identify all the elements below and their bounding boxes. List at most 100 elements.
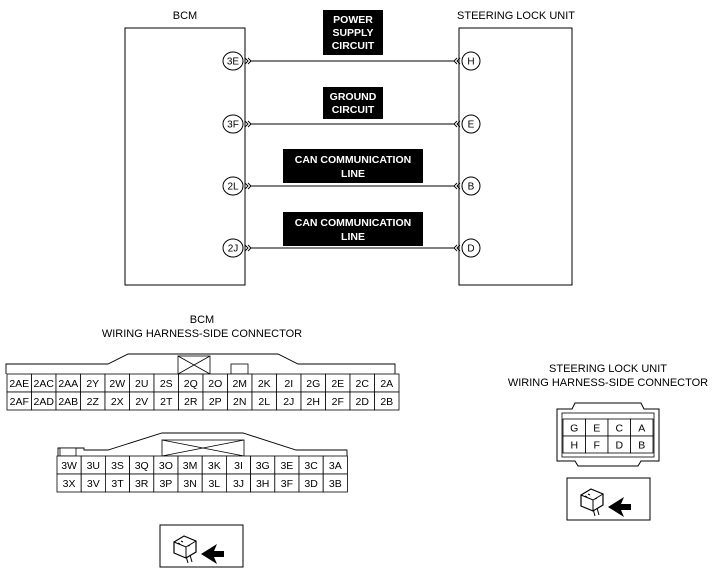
bcm-upper-cell-2K: 2K <box>251 373 277 393</box>
bcm-upper-cell-2Q: 2Q <box>178 373 204 393</box>
connector-pin-label: 2B <box>380 396 393 408</box>
slu-cell-D: D <box>607 435 631 454</box>
bcm-lower-cell-3A: 3A <box>322 455 348 475</box>
slu-cell-E: E <box>585 418 609 437</box>
connector-pin-label: 3V <box>87 478 100 490</box>
connector-pin-label: 2W <box>109 378 125 390</box>
wire-label-line: POWER <box>333 14 373 26</box>
bcm-upper-cell-2I: 2I <box>276 373 302 393</box>
slu-pin-label: H <box>467 57 474 68</box>
bcm-lower-cell-3U: 3U <box>80 455 106 475</box>
slu-pin-E: E <box>461 114 481 134</box>
bcm-connector-title-1: BCM <box>190 314 214 326</box>
bcm-upper-cell-2F: 2F <box>325 391 351 411</box>
bcm-pin-2L: 2L <box>222 176 244 196</box>
connector-pin-label: 3T <box>111 478 124 490</box>
connector-pin-label: 3U <box>87 460 100 472</box>
connector-pin-label: 2V <box>135 396 148 408</box>
bcm-lower-cell-3I: 3I <box>225 455 251 475</box>
slu-connector-view-icon <box>566 477 651 521</box>
bcm-pin-3F: 3F <box>222 114 244 134</box>
connector-pin-label: 3Q <box>135 460 149 472</box>
bcm-upper-cell-2C: 2C <box>349 373 375 393</box>
bcm-lower-cell-3E: 3E <box>274 455 300 475</box>
connector-pin-label: 2L <box>258 396 270 408</box>
connector-pin-label: 3I <box>234 460 243 472</box>
wire-label-line: CAN COMMUNICATION <box>295 217 411 229</box>
connector-pin-label: 2AF <box>10 396 29 408</box>
bcm-title: BCM <box>173 10 197 22</box>
connector-pin-label: 3C <box>304 460 318 472</box>
connector-pin-label: 3B <box>329 478 342 490</box>
bcm-lower-cell-3G: 3G <box>250 455 276 475</box>
connector-pin-label: 2P <box>209 396 222 408</box>
connector-pin-label: A <box>638 423 645 435</box>
connector-pin-label: 2C <box>356 378 370 390</box>
connector-pin-label: 2Z <box>87 396 100 408</box>
connector-pin-label: 2T <box>160 396 173 408</box>
wire-label-line: LINE <box>341 168 365 180</box>
slu-pin-H: H <box>461 51 481 71</box>
bcm-lower-cell-3B: 3B <box>322 473 348 493</box>
bcm-lower-cell-3K: 3K <box>201 455 227 475</box>
bcm-pin-label: 3E <box>227 57 240 68</box>
connector-pin-label: 2E <box>331 378 344 390</box>
bcm-upper-cell-2AD: 2AD <box>31 391 57 411</box>
wire-label-line: SUPPLY <box>332 27 373 39</box>
bcm-upper-cell-2Z: 2Z <box>80 391 106 411</box>
connector-pin-label: 3J <box>233 478 244 490</box>
bcm-upper-cell-2S: 2S <box>153 373 179 393</box>
bcm-upper-cell-2AE: 2AE <box>6 373 32 393</box>
connector-pin-label: 3M <box>183 460 198 472</box>
bcm-upper-cell-2P: 2P <box>202 391 228 411</box>
bcm-lower-cell-3N: 3N <box>177 473 203 493</box>
bcm-upper-cell-2W: 2W <box>104 373 130 393</box>
upper-housing <box>5 353 396 374</box>
bcm-lower-cell-3M: 3M <box>177 455 203 475</box>
bcm-lower-cell-3F: 3F <box>274 473 300 493</box>
bcm-lower-cell-3V: 3V <box>80 473 106 493</box>
bcm-connector-view-icon <box>159 524 244 568</box>
slu-connector-title-1: STEERING LOCK UNIT <box>549 363 667 375</box>
bcm-pin-2J: 2J <box>222 238 244 258</box>
bcm-upper-cell-2V: 2V <box>129 391 155 411</box>
connector-pin-label: 3O <box>159 460 173 472</box>
bcm-lower-cell-3S: 3S <box>105 455 131 475</box>
bcm-upper-cell-2M: 2M <box>227 373 253 393</box>
connector-pin-label: 2D <box>356 396 370 408</box>
wire-label-line: CIRCUIT <box>332 40 375 52</box>
bcm-upper-cell-2B: 2B <box>374 391 400 411</box>
connector-pin-label: 2X <box>111 396 124 408</box>
connector-pin-label: D <box>615 440 623 452</box>
bcm-upper-cell-2R: 2R <box>178 391 204 411</box>
steering-lock-unit-title: STEERING LOCK UNIT <box>457 10 575 22</box>
connector-pin-label: 2I <box>284 378 293 390</box>
connector-pin-label: 2N <box>233 396 246 408</box>
connector-pin-label: 2F <box>332 396 344 408</box>
connector-pin-label: 2H <box>307 396 320 408</box>
connector-pin-label: F <box>594 440 600 452</box>
slu-cell-B: B <box>630 435 654 454</box>
connector-pin-label: 3L <box>208 478 220 490</box>
bcm-lower-cell-3C: 3C <box>298 455 324 475</box>
bcm-upper-cell-2AC: 2AC <box>31 373 57 393</box>
bcm-upper-cell-2A: 2A <box>374 373 400 393</box>
bcm-pin-3E: 3E <box>222 51 244 71</box>
bcm-lower-cell-3J: 3J <box>225 473 251 493</box>
connector-pin-label: 3W <box>61 460 77 472</box>
bcm-upper-cell-2T: 2T <box>153 391 179 411</box>
wire-label-line: CIRCUIT <box>332 104 375 116</box>
connector-pin-label: 3R <box>135 478 149 490</box>
connector-pin-label: 3F <box>281 478 293 490</box>
connector-pin-label: 3P <box>159 478 172 490</box>
bcm-upper-cell-2H: 2H <box>300 391 326 411</box>
bcm-connector-title-2: WIRING HARNESS-SIDE CONNECTOR <box>102 328 302 340</box>
